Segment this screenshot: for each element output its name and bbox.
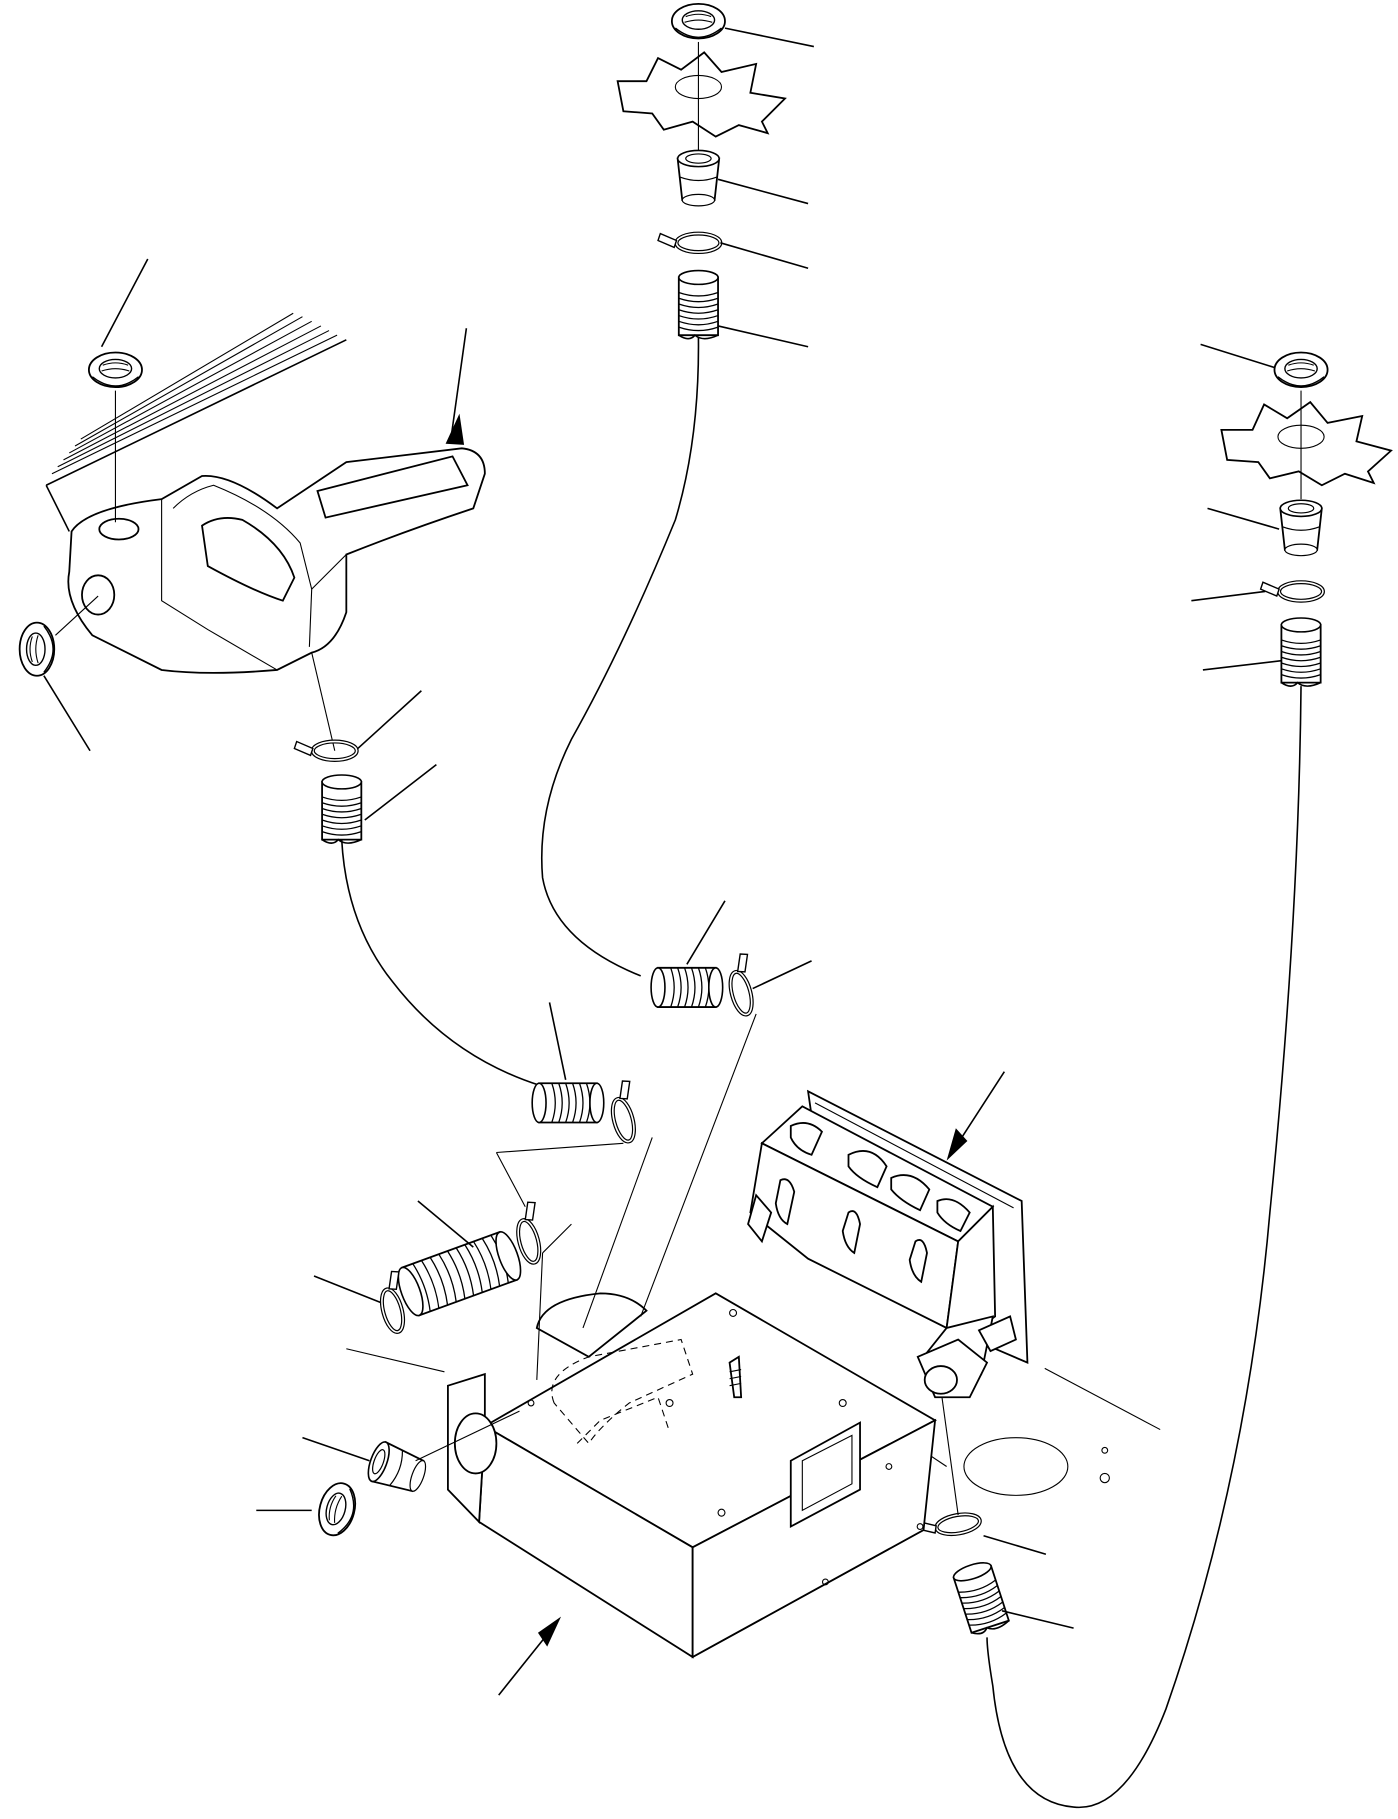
connecting-hose (542, 337, 699, 975)
hose-clamp (1261, 582, 1323, 600)
leader-line (418, 1201, 473, 1247)
duct-nozzle (676, 149, 721, 207)
heater-cover-box (448, 1293, 935, 1657)
corrugated-hose (321, 773, 363, 845)
leader-line (314, 1276, 381, 1303)
guide-line (416, 1411, 520, 1461)
leader-line (1201, 344, 1275, 367)
connecting-hose (987, 686, 1301, 1807)
pointer-arrow (946, 1128, 968, 1161)
leader-line (1208, 508, 1280, 529)
leader-line (1191, 591, 1265, 600)
air-conditioner-unit (748, 1091, 1027, 1397)
pointer-arrow (445, 413, 465, 445)
leader-line (44, 676, 90, 751)
leader-line (687, 901, 725, 964)
corrugated-hose (531, 1082, 605, 1124)
hose-clamp (658, 234, 720, 252)
leader-line (725, 28, 814, 46)
leader-line (358, 691, 421, 749)
duct-nozzle (363, 1438, 432, 1499)
vent-grille (670, 2, 727, 40)
guide-line (941, 1389, 958, 1515)
corrugated-hose (950, 1558, 1011, 1638)
hose-clamp (294, 742, 356, 760)
console-duct (68, 448, 485, 673)
pointer-arrow (450, 328, 466, 443)
leader-line (550, 1002, 566, 1079)
leader-line (720, 243, 808, 268)
corrugated-hose (677, 269, 720, 340)
leader-line (102, 259, 148, 347)
hose-clamp (605, 1079, 645, 1144)
leader-line (1002, 1611, 1074, 1628)
leader-line (984, 1536, 1046, 1554)
duct-outlet (537, 1293, 647, 1356)
gasket-sheet (618, 52, 785, 136)
leader-line (302, 1438, 369, 1461)
guide-line (312, 653, 335, 751)
gasket-sheet (1221, 402, 1391, 485)
corrugated-hose (1280, 616, 1322, 688)
pointer-arrow (537, 1616, 562, 1647)
leader-line (718, 326, 808, 347)
cab-ceiling-panel (46, 313, 346, 531)
vent-grille (87, 351, 144, 389)
corrugated-hose (393, 1229, 525, 1319)
connecting-hose (342, 840, 541, 1086)
leader-line (718, 179, 808, 203)
leader-line (365, 765, 437, 820)
duct-nozzle (1279, 499, 1323, 557)
hose-clamp (722, 952, 762, 1017)
corrugated-hose (650, 966, 724, 1009)
guide-line (346, 1014, 756, 1380)
leader-line (1203, 661, 1282, 670)
vent-grille (1273, 351, 1329, 389)
hose-clamp (917, 1511, 982, 1540)
vent-grille (312, 1478, 362, 1541)
leader-line (753, 961, 812, 989)
guide-line (55, 596, 98, 635)
vent-grille (18, 621, 56, 677)
